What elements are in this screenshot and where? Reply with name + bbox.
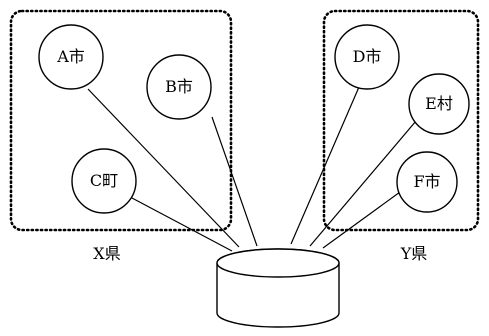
- node-c: C町: [71, 148, 137, 214]
- node-b: B市: [146, 54, 212, 120]
- group-label-y-prefecture: Y県: [400, 244, 428, 263]
- node-e: E村: [408, 73, 470, 135]
- node-c-label: C町: [90, 171, 118, 190]
- node-d-label: D市: [353, 47, 382, 66]
- link-b-to-database: [211, 116, 258, 247]
- link-e-to-database: [309, 120, 417, 247]
- node-f-label: F市: [413, 172, 440, 191]
- node-a: A市: [38, 24, 104, 90]
- node-c-circle: [71, 148, 137, 214]
- node-e-circle: [408, 73, 470, 135]
- node-f: F市: [396, 151, 458, 213]
- node-a-circle: [38, 24, 104, 90]
- group-label-x-prefecture: X県: [93, 244, 120, 263]
- link-d-to-database: [290, 86, 360, 245]
- node-f-circle: [396, 151, 458, 213]
- node-a-label: A市: [56, 47, 85, 66]
- group-box-y-prefecture: [322, 9, 480, 232]
- node-b-circle: [146, 54, 212, 120]
- node-e-label: E村: [425, 94, 453, 113]
- node-b-label: B市: [165, 77, 193, 96]
- link-a-to-database: [87, 88, 240, 248]
- node-d: D市: [334, 24, 400, 90]
- link-f-to-database: [322, 191, 401, 249]
- node-d-circle: [334, 24, 400, 90]
- group-box-x-prefecture: [9, 9, 233, 232]
- database-cylinder: [216, 248, 340, 328]
- link-c-to-database: [131, 197, 233, 252]
- database-cylinder-top: [216, 248, 340, 278]
